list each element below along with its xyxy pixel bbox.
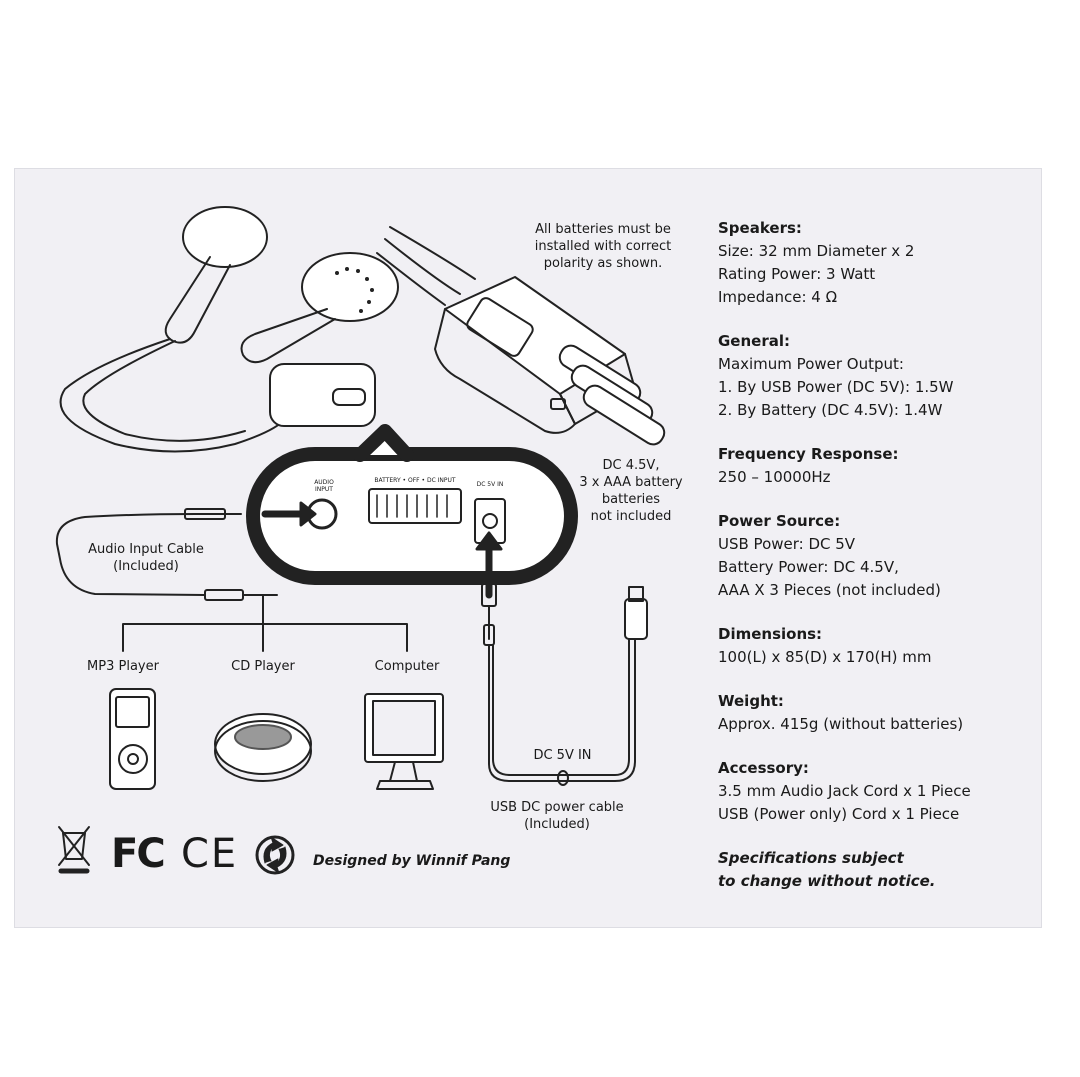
fcc-logo: FC	[111, 831, 166, 877]
power-switch	[368, 488, 462, 524]
weee-bin-logo	[58, 826, 90, 874]
dc-battery-note: DC 4.5V, 3 x AAA battery batteries not i…	[579, 458, 683, 524]
earphones-illustration	[59, 206, 399, 453]
cd-player-icon	[214, 713, 312, 782]
panel-label-dc: DC 5V IN	[476, 481, 504, 488]
spec-section-weight: Weight: Approx. 415g (without batteries)	[718, 692, 964, 733]
spec-change-notice: Specifications subject to change without…	[718, 849, 936, 890]
battery-compartment-illustration	[376, 226, 666, 446]
spec-section-accessory: Accessory: 3.5 mm Audio Jack Cord x 1 Pi…	[718, 759, 971, 823]
device-label-computer: Computer	[374, 659, 440, 674]
computer-icon	[364, 693, 444, 790]
ce-logo: CE	[181, 831, 239, 877]
instruction-card: All batteries must be installed with cor…	[14, 168, 1042, 928]
mp3-player-icon	[109, 688, 156, 790]
recycle-logo	[255, 835, 295, 875]
spec-section-general: General: Maximum Power Output: 1. By USB…	[718, 332, 954, 419]
connection-diagram	[55, 206, 666, 875]
usb-plug	[624, 598, 648, 640]
spec-section-speakers: Speakers: Size: 32 mm Diameter x 2 Ratin…	[718, 219, 915, 306]
panel-label-switch: BATTERY • OFF • DC INPUT	[374, 477, 456, 484]
specifications-list: Speakers: Size: 32 mm Diameter x 2 Ratin…	[718, 217, 1038, 893]
audio-cable-label: Audio Input Cable (Included)	[71, 541, 221, 575]
spec-section-frequency: Frequency Response: 250 – 10000Hz	[718, 445, 899, 486]
designer-credit: Designed by Winnif Pang	[313, 853, 511, 869]
dc-in-label: DC 5V IN	[533, 748, 592, 763]
usb-cable-label: USB DC power cable (Included)	[490, 800, 624, 832]
spec-section-dimensions: Dimensions: 100(L) x 85(D) x 170(H) mm	[718, 625, 932, 666]
device-label-cd: CD Player	[231, 659, 295, 674]
battery-polarity-note: All batteries must be installed with cor…	[534, 222, 672, 271]
device-label-mp3: MP3 Player	[87, 659, 159, 674]
spec-section-power-source: Power Source: USB Power: DC 5V Battery P…	[718, 512, 941, 599]
panel-label-input: AUDIO INPUT	[314, 479, 334, 493]
